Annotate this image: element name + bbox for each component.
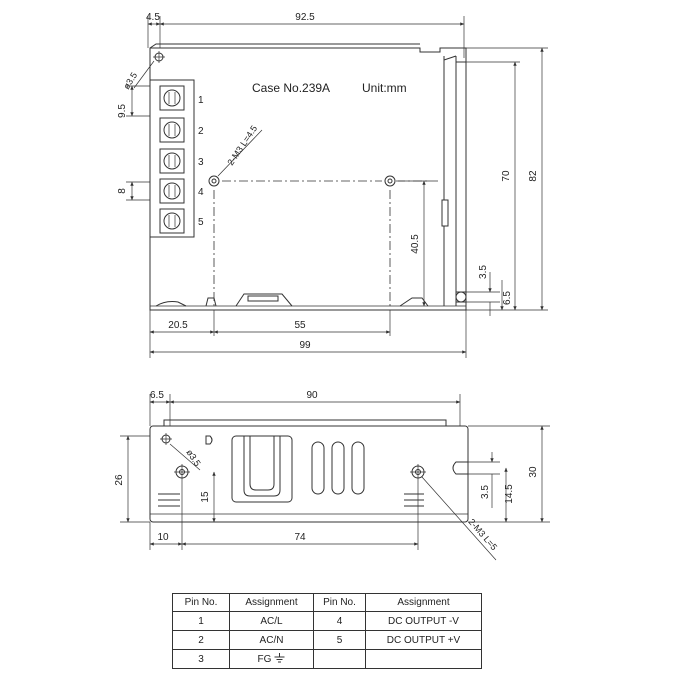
top-dim-height-inner: 70 [501,170,512,182]
side-dim-width: 90 [306,390,318,401]
pin-label-2: 2 [198,126,204,137]
side-dim-offset-left: 6.5 [150,390,164,401]
top-mount-hole-left [208,175,220,187]
top-dim-height-outer: 82 [528,170,539,182]
cell-pin: 2 [172,630,230,650]
table-row: 2 AC/N 5 DC OUTPUT +V [172,630,482,650]
side-vent-slots [311,441,365,495]
side-dim-height-right: 30 [528,466,539,478]
pin-label-4: 4 [198,187,204,198]
top-view: 4.5 92.5 ø3.5 1 2 3 4 [117,12,548,358]
side-dim-hole-spacing: 74 [294,532,306,543]
top-dim-slot-a: 3.5 [478,265,489,279]
table-header-row: Pin No. Assignment Pin No. Assignment [172,593,482,612]
unit-label: Unit:mm [362,81,407,95]
pin-label-1: 1 [198,95,204,106]
cell-pin: 1 [172,611,230,631]
side-case-outline [149,425,469,523]
cell-assignment: AC/L [229,611,314,631]
table-row: 3 FG [172,649,482,669]
cell-assignment: AC/N [229,630,314,650]
cell-pin [313,649,366,669]
top-mount-screw: 2-M3 L=4.5 [225,124,259,168]
cell-assignment-text: FG [257,654,272,665]
ground-icon [274,653,285,663]
cell-assignment: FG [229,649,314,669]
header-assignment: Assignment [229,593,314,612]
top-mount-hole-right [384,175,396,187]
cell-pin: 3 [172,649,230,669]
pin-assignment-table: Pin No. Assignment Pin No. Assignment 1 … [172,593,482,669]
pin-label-5: 5 [198,217,204,228]
header-pin-no: Pin No. [313,593,366,612]
side-dim-height-left: 26 [114,474,125,486]
terminal-screws [159,85,185,234]
cell-pin: 5 [313,630,366,650]
top-dim-terminal-pitch: 9.5 [117,104,128,118]
header-assignment: Assignment [365,593,482,612]
top-dim-offset-left: 4.5 [146,12,160,23]
top-dim-mount-height: 40.5 [410,234,421,254]
side-view: 6.5 90 ø3.5 [114,390,550,561]
side-dim-slot-b: 14.5 [504,484,515,504]
side-dim-slot-a: 3.5 [480,485,491,499]
cell-assignment: DC OUTPUT +V [365,630,482,650]
top-dim-terminal-gap: 8 [117,188,128,194]
side-dim-left-offset: 10 [157,532,169,543]
side-window [231,435,293,503]
top-case-outline [149,47,467,311]
top-dim-total-width: 99 [299,340,311,351]
pin-label-3: 3 [198,157,204,168]
cell-assignment [365,649,482,669]
side-hole-dia: ø3.5 [184,448,202,469]
top-dim-width: 92.5 [295,12,315,23]
top-dim-hole-spacing: 55 [294,320,306,331]
table-row: 1 AC/L 4 DC OUTPUT -V [172,611,482,631]
top-dim-left-offset: 20.5 [168,320,188,331]
case-title: Case No.239A [252,81,330,95]
cell-assignment: DC OUTPUT -V [365,611,482,631]
top-hole-dia: ø3.5 [121,70,139,91]
top-dim-slot-b: 6.5 [502,291,513,305]
side-dim-mount-height: 15 [200,491,211,503]
cell-pin: 4 [313,611,366,631]
header-pin-no: Pin No. [172,593,230,612]
